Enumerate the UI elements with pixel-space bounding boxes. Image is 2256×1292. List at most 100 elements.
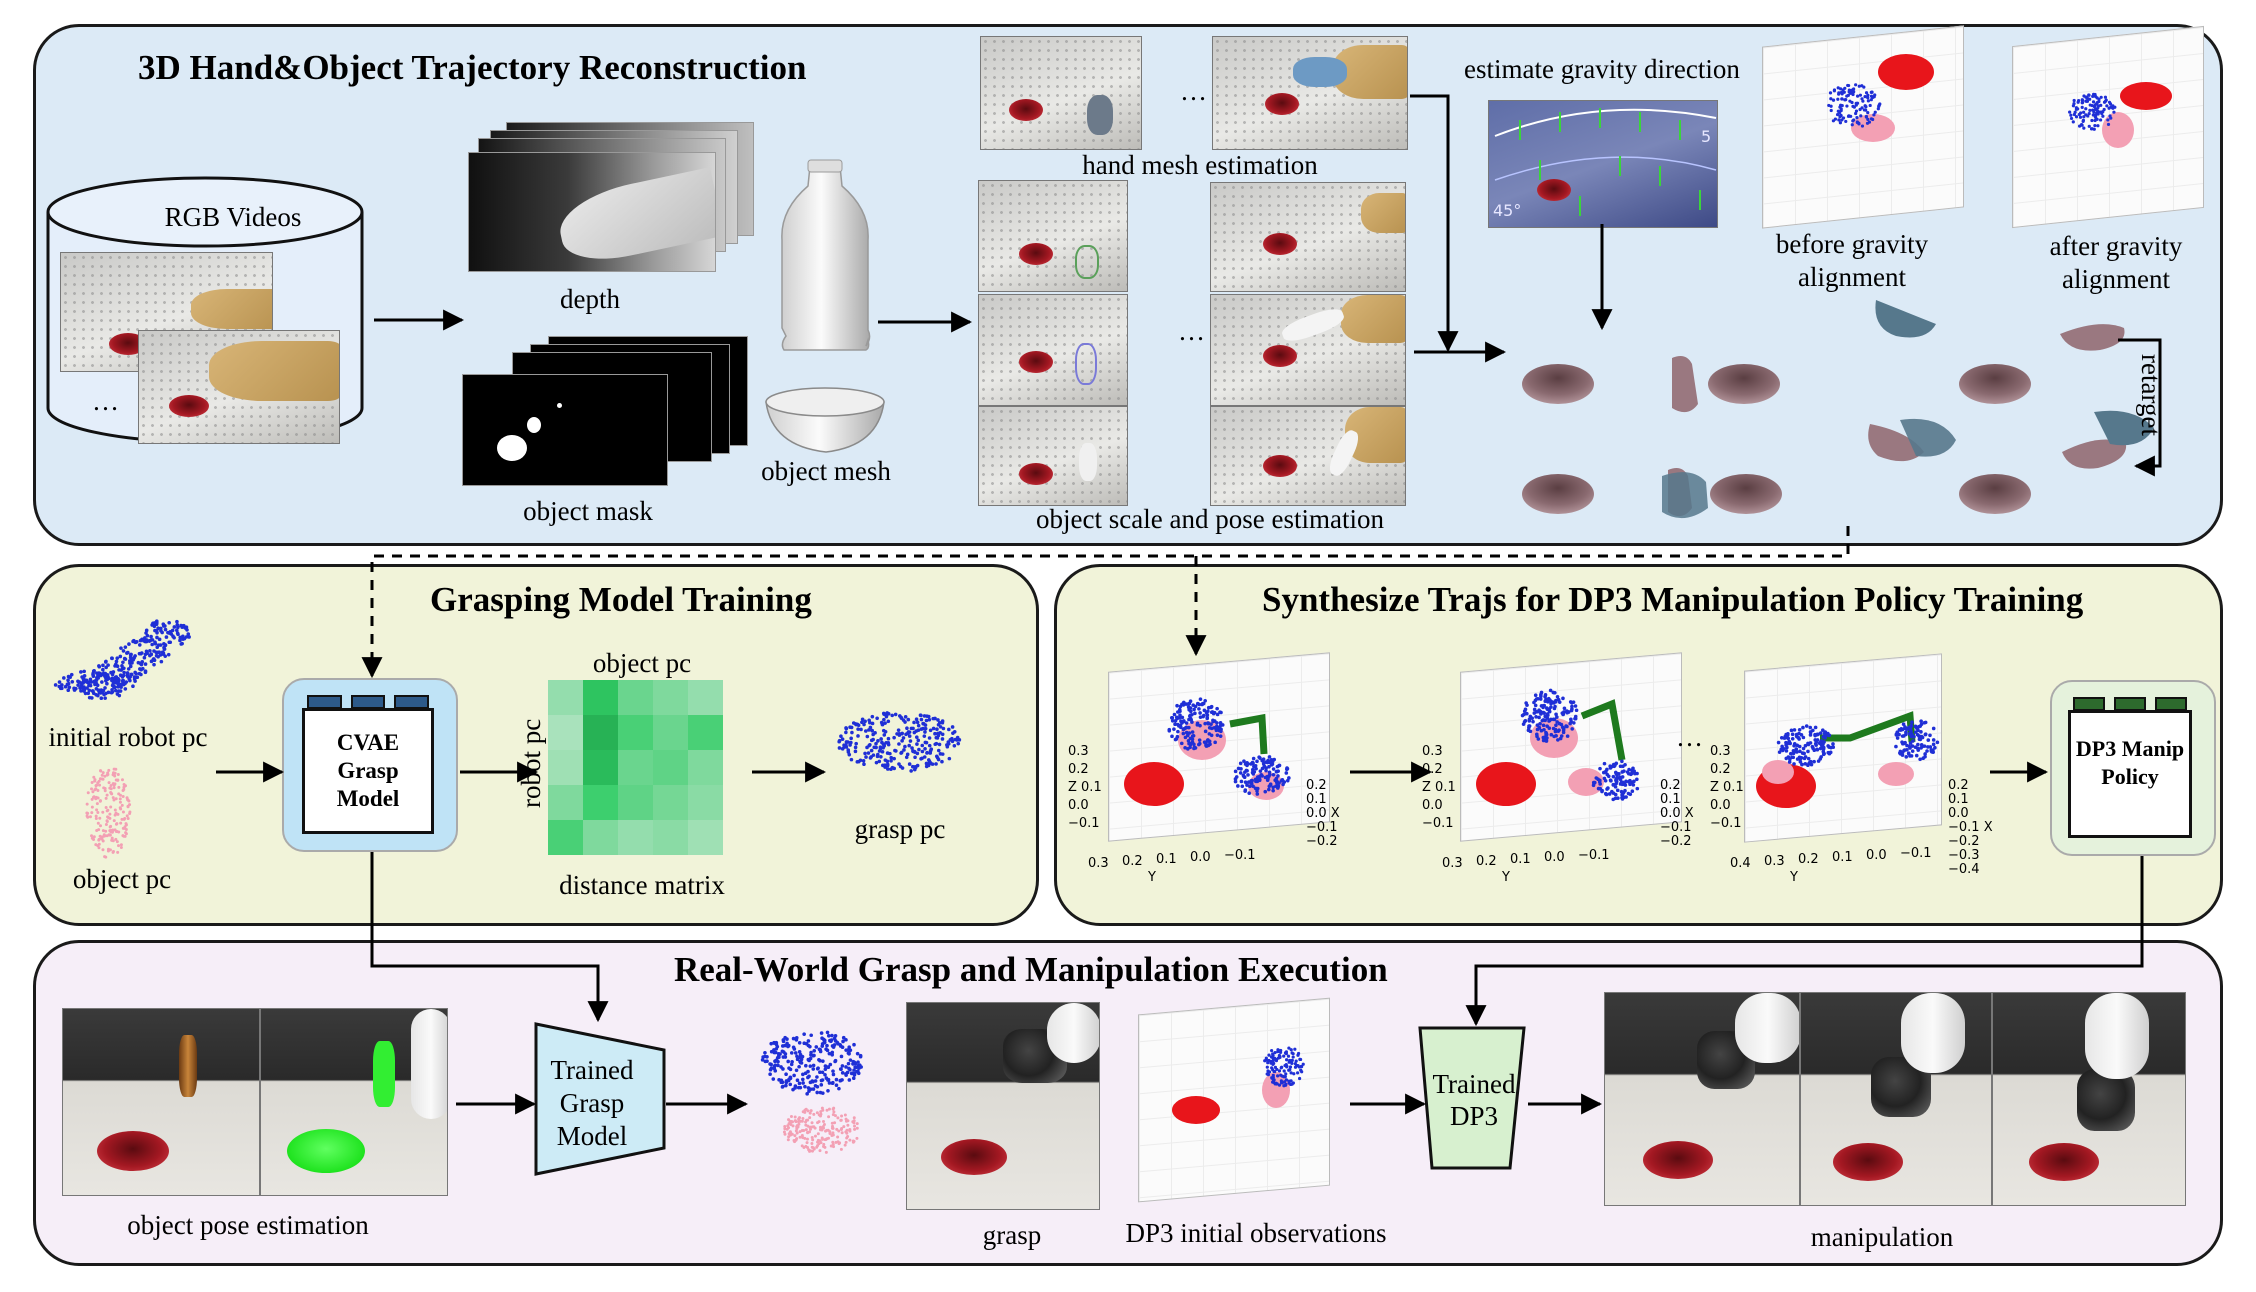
robot-pc-point (92, 679, 96, 684)
grasp-pc-point (889, 759, 893, 763)
gravity-before-point (1829, 104, 1833, 108)
pose-frame-2b (1210, 294, 1406, 406)
synth-pc-point (1605, 767, 1609, 772)
synth-pc-point (1255, 759, 1259, 764)
robot-pc-point (129, 658, 134, 662)
synth-pc-point (1541, 710, 1546, 715)
synth-pc-point (1532, 707, 1537, 712)
grasp-pc-point (919, 727, 924, 731)
grasp-pc-point (922, 734, 927, 738)
object-pc-point (111, 850, 115, 854)
synth-pc-point (1179, 741, 1184, 746)
synth-pc-point (1814, 743, 1818, 747)
grasp-pc-point (872, 745, 877, 750)
grasp-pc-point (856, 734, 860, 738)
synth-pc-point (1167, 729, 1172, 733)
gravity-after-point (2080, 98, 2084, 102)
synth-pc-point (1910, 744, 1915, 748)
robot-pc-point (87, 695, 92, 700)
object-pc-point (113, 813, 117, 817)
cvae-label: CVAE Grasp Model (336, 730, 400, 811)
synth-pc-point (1609, 779, 1613, 783)
exec-grasp-point (846, 1061, 851, 1066)
object-pc-point (121, 794, 125, 798)
synth-pc-point (1931, 738, 1936, 742)
synth-pc-point (1245, 783, 1249, 787)
synthesize-title: Synthesize Trajs for DP3 Manipulation Po… (1262, 580, 2084, 619)
gravity-before-point (1851, 91, 1855, 95)
grasp-pc-point (855, 760, 860, 764)
grasp-pc-point (889, 755, 894, 760)
grasp-pc-point (952, 744, 957, 748)
synth-pc-point (1192, 742, 1196, 747)
synth-pc-point (1251, 756, 1256, 761)
synth-pc-point (1258, 769, 1263, 773)
synth-pc-point (1187, 717, 1191, 722)
exec-grasp-point (788, 1082, 793, 1087)
exec-grasp-point (776, 1063, 780, 1068)
grasp-pc-point (940, 732, 945, 737)
object-pc-point (90, 834, 94, 838)
robot-pc-point (169, 631, 173, 635)
robot-pc-point (92, 669, 96, 673)
synth-pc-point (1552, 690, 1556, 695)
exec-grasp-point (793, 1051, 798, 1055)
x-tick: −0.2 (1306, 834, 1338, 849)
grasp-pc-point (879, 754, 883, 759)
synth-pc-point (1570, 701, 1574, 705)
synth-pc-point (1901, 722, 1906, 727)
x-tick: 0.1 (1660, 792, 1681, 807)
gravity-after-point (2103, 95, 2108, 99)
robot-pc-point (149, 634, 153, 639)
robot-pc-point (112, 679, 117, 684)
synth-pc-point (1623, 788, 1627, 793)
object-pc-point (96, 781, 100, 785)
object-pc-point (108, 829, 112, 833)
object-pc-point (122, 788, 126, 792)
grasp-pc-point (863, 751, 867, 756)
x-tick: 0.2 (1660, 778, 1681, 793)
synth-pc-point (1831, 742, 1835, 746)
pose-frame-1a (978, 180, 1128, 292)
gravity-before-point (1864, 114, 1869, 119)
synth-pc-point (1600, 789, 1604, 794)
synth-pc-point (1203, 729, 1208, 734)
gravity-after-point (2088, 108, 2092, 112)
exec-grasp-point (773, 1050, 778, 1055)
robot-pc-point (87, 688, 92, 693)
matrix-top-label: object pc (592, 648, 692, 678)
grasp-pc-point (936, 733, 941, 738)
exec-grasp-point (771, 1077, 776, 1081)
synth-pc-point (1831, 745, 1836, 750)
synth-pc-point (1806, 756, 1811, 761)
synth-pc-point (1931, 726, 1936, 731)
grasp-pc-point (899, 716, 904, 721)
synth-pc-point (1553, 700, 1558, 704)
robot-pc-point (62, 676, 66, 680)
synth-pc-point (1215, 721, 1219, 725)
gravity-after-point (2091, 108, 2095, 112)
synth-pc-point (1532, 700, 1536, 705)
synth-pc-point (1203, 741, 1208, 745)
grasp-pc-point (940, 759, 944, 764)
synth-pc-point (1520, 713, 1525, 718)
synth-pc-point (1916, 725, 1920, 730)
synth-pc-point (1919, 746, 1923, 750)
gravity-after-point (2098, 118, 2103, 122)
synth-pc-point (1928, 745, 1933, 749)
object-pc-point (101, 771, 105, 775)
synth-pc-point (1554, 712, 1558, 717)
robot-pc-point (72, 686, 76, 691)
grasp-pc-point (947, 727, 951, 732)
synth-pc-point (1919, 719, 1923, 723)
grasp-pc-point (850, 730, 854, 735)
synth-pc-point (1931, 742, 1936, 747)
exec-grasp-point (789, 1051, 794, 1055)
robot-pc-point (110, 672, 115, 677)
synth-pc-point (1820, 728, 1825, 732)
robot-pc-point (128, 678, 132, 683)
synth-pc-point (1800, 762, 1804, 767)
grasp-pc-point (945, 743, 949, 747)
synth-pc-point (1608, 766, 1613, 770)
